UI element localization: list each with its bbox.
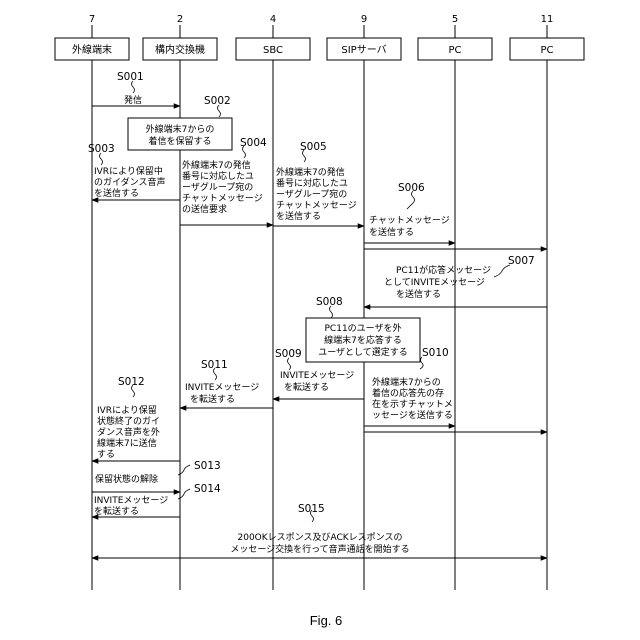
- step-s014: S014 INVITEメッセージ を転送する: [94, 483, 221, 517]
- step-text-line: チャットメッセージ: [276, 200, 357, 211]
- step-text-line: を送信する: [369, 226, 414, 238]
- step-id: S002: [204, 95, 231, 107]
- step-id: S011: [201, 359, 228, 371]
- step-text-line: を転送する: [190, 393, 235, 405]
- step-text-line: メッセージ交換を行って音声通話を開始する: [230, 543, 409, 555]
- step-text-line: 着信を保留する: [148, 135, 211, 147]
- entity-label: 外線端末: [72, 43, 112, 56]
- entity-label: 構内交換機: [155, 43, 205, 56]
- step-id: S010: [422, 347, 449, 359]
- entity-number: 11: [541, 14, 554, 25]
- step-text-line: を送信する: [94, 187, 139, 199]
- step-id: S013: [194, 460, 221, 472]
- step-text-line: ユーザとして選定する: [318, 346, 408, 358]
- step-text-line: PC11のユーザを外: [325, 322, 402, 334]
- step-text-line: 保留状態の解除: [95, 473, 158, 485]
- step-id: S014: [194, 483, 221, 495]
- step-text-line: を転送する: [284, 381, 329, 393]
- entity-number: 7: [89, 14, 95, 25]
- step-text-line: を送信する: [276, 210, 321, 222]
- figure-caption: Fig. 6: [310, 613, 343, 628]
- step-s007: S007 PC11が応答メッセージ としてINVITEメッセージ を送信する: [384, 255, 535, 300]
- step-s015: S015 200OKレスポンス及びACKレスポンスの メッセージ交換を行って音声…: [230, 503, 409, 555]
- step-id: S009: [275, 348, 302, 360]
- step-s012: S012 IVRにより保留 状態終了のガイ ダンス音声を外 線端末7に送信 する: [97, 376, 160, 460]
- entity-number: 2: [177, 14, 183, 25]
- entity-number: 5: [452, 14, 458, 25]
- step-text-line: 外線端末7の発信: [276, 166, 345, 178]
- step-text-line: チャットメッセージ: [369, 215, 450, 226]
- step-text-line: 発信: [124, 94, 142, 106]
- entity-label: SIPサーバ: [341, 44, 386, 56]
- step-s005: S005 外線端末7の発信 番号に対応したユ ーザグループ宛の チャットメッセー…: [276, 141, 357, 222]
- step-text-line: ーザグループ宛の: [276, 188, 347, 200]
- step-text-line: 外線端末7の発信: [182, 159, 251, 171]
- step-s011: S011 INVITEメッセージ を転送する: [185, 359, 259, 405]
- step-text-line: チャットメッセージ: [182, 193, 263, 204]
- step-text-line: IVRにより保留中: [94, 165, 163, 177]
- step-text-line: 番号に対応したユ: [182, 170, 254, 182]
- step-text-line: 200OKレスポンス及びACKレスポンスの: [238, 532, 403, 543]
- step-text-line: のガイダンス音声: [94, 176, 165, 188]
- step-text-line: 線端末7を応答する: [324, 334, 402, 346]
- step-id: S012: [118, 376, 145, 388]
- entity-label: SBC: [263, 45, 283, 56]
- step-text-line: INVITEメッセージ: [280, 370, 354, 381]
- step-text-line: 番号に対応したユ: [276, 177, 348, 189]
- entity-number: 9: [361, 14, 367, 25]
- step-id: S005: [300, 141, 327, 153]
- step-id: S006: [398, 182, 425, 194]
- step-id: S004: [240, 137, 267, 149]
- entity-pc-5: 5 PC: [418, 14, 492, 60]
- step-text-line: の送信要求: [182, 203, 227, 215]
- entity-sip-server-9: 9 SIPサーバ: [327, 14, 401, 60]
- step-text-line: INVITEメッセージ: [185, 382, 259, 393]
- step-id: S007: [508, 255, 535, 267]
- step-text-line: ッセージを送信する: [372, 409, 453, 421]
- entity-terminal-7: 7 外線端末: [55, 14, 129, 60]
- step-id: S003: [88, 143, 115, 155]
- step-text-line: IVRにより保留: [97, 404, 157, 416]
- entity-sbc-4: 4 SBC: [236, 14, 310, 60]
- step-text-line: を送信する: [396, 288, 441, 300]
- step-text-line: 状態終了のガイ: [97, 415, 160, 427]
- step-text-line: PC11が応答メッセージ: [396, 264, 491, 276]
- step-text-line: を転送する: [94, 505, 139, 517]
- step-text-line: 着信の応答先の存: [372, 387, 444, 399]
- step-text-line: 外線端末7からの: [372, 376, 441, 388]
- entity-pbx-2: 2 構内交換機: [143, 14, 217, 60]
- step-s008: S008 PC11のユーザを外 線端末7を応答する ユーザとして選定する: [316, 296, 408, 358]
- step-text-line: する: [97, 449, 115, 460]
- step-text-line: ダンス音声を外: [97, 426, 160, 438]
- step-text-line: 外線端末7からの: [146, 123, 215, 135]
- step-s001: S001 発信: [117, 71, 144, 106]
- step-text-line: としてINVITEメッセージ: [384, 277, 485, 288]
- entity-number: 4: [270, 14, 276, 25]
- step-s013: S013 保留状態の解除: [95, 460, 221, 485]
- entity-label: PC: [448, 45, 461, 56]
- step-id: S015: [298, 503, 325, 515]
- step-text-line: ーザグループ宛の: [182, 181, 253, 193]
- step-s003: S003 IVRにより保留中 のガイダンス音声 を送信する: [88, 143, 165, 199]
- step-text-line: 在を示すチャットメ: [372, 398, 453, 410]
- entity-label: PC: [540, 45, 553, 56]
- step-id: S001: [117, 71, 144, 83]
- entity-pc-11: 11 PC: [510, 14, 584, 60]
- step-text-line: 線端末7に送信: [97, 437, 157, 449]
- step-s006: S006 チャットメッセージ を送信する: [369, 182, 450, 238]
- step-id: S008: [316, 296, 343, 308]
- step-text-line: INVITEメッセージ: [94, 495, 168, 506]
